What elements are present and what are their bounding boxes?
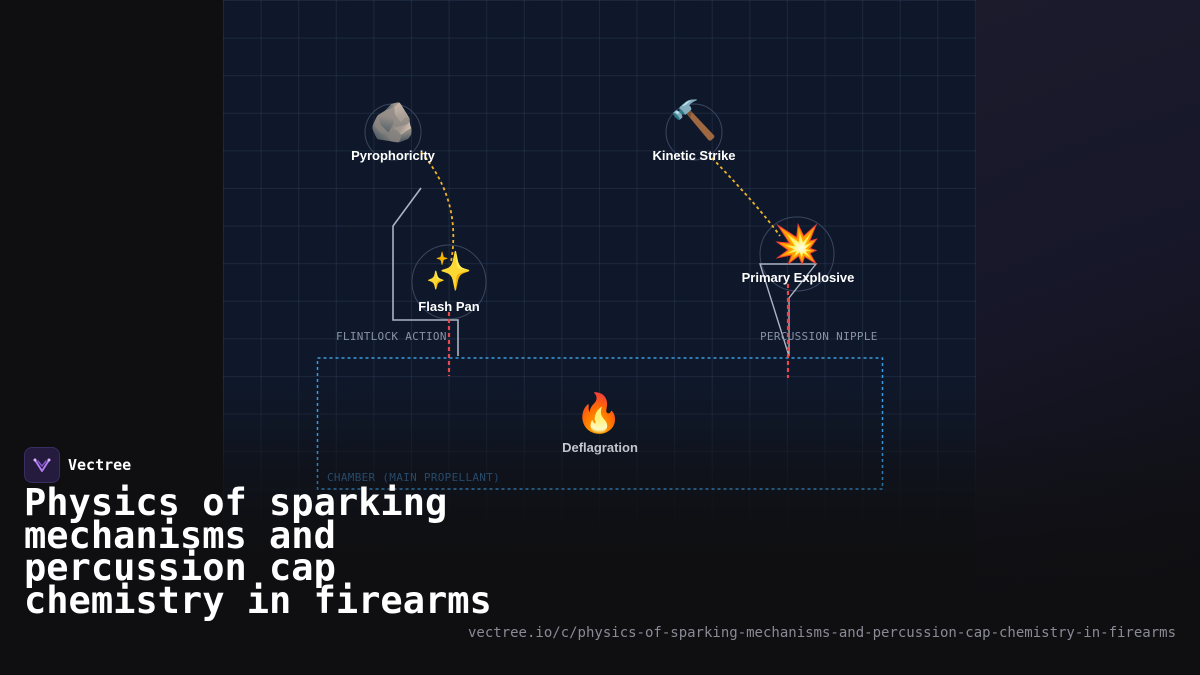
- node-label-kinetic-strike: Kinetic Strike: [652, 148, 736, 163]
- brand-name: Vectree: [68, 456, 132, 474]
- page-url[interactable]: vectree.io/c/physics-of-sparking-mechani…: [467, 625, 1176, 641]
- link-kinetic-strike-to-primary-explosive: [711, 157, 781, 237]
- rock-icon: 🪨: [369, 102, 417, 144]
- brand[interactable]: Vectree: [24, 447, 131, 483]
- node-ring-pyrophoricity: [364, 103, 422, 161]
- link-pyrophoricity-to-flash-pan: [420, 151, 455, 263]
- fire-icon: 🔥: [575, 393, 623, 435]
- page-title: Physics of sparking mechanisms and percu…: [24, 481, 492, 622]
- region-label-nipple: PERCUSSION NIPPLE: [760, 330, 878, 343]
- sparkles-icon: ✨: [425, 251, 473, 293]
- hammer-icon: 🔨: [670, 100, 718, 142]
- collision-icon: 💥: [773, 224, 821, 266]
- region-label-flintlock: FLINTLOCK ACTION: [336, 330, 447, 343]
- flintlock-action-outline: [392, 187, 459, 356]
- node-label-pyrophoricity: Pyrophoricity: [351, 148, 435, 163]
- node-ring-primary-explosive: [759, 216, 835, 292]
- node-ring-kinetic-strike: [665, 103, 723, 161]
- node-label-deflagration: Deflagration: [562, 440, 638, 455]
- node-label-primary-explosive: Primary Explosive: [741, 270, 855, 285]
- node-label-flash-pan: Flash Pan: [418, 299, 480, 314]
- vectree-logo-icon: [24, 447, 60, 483]
